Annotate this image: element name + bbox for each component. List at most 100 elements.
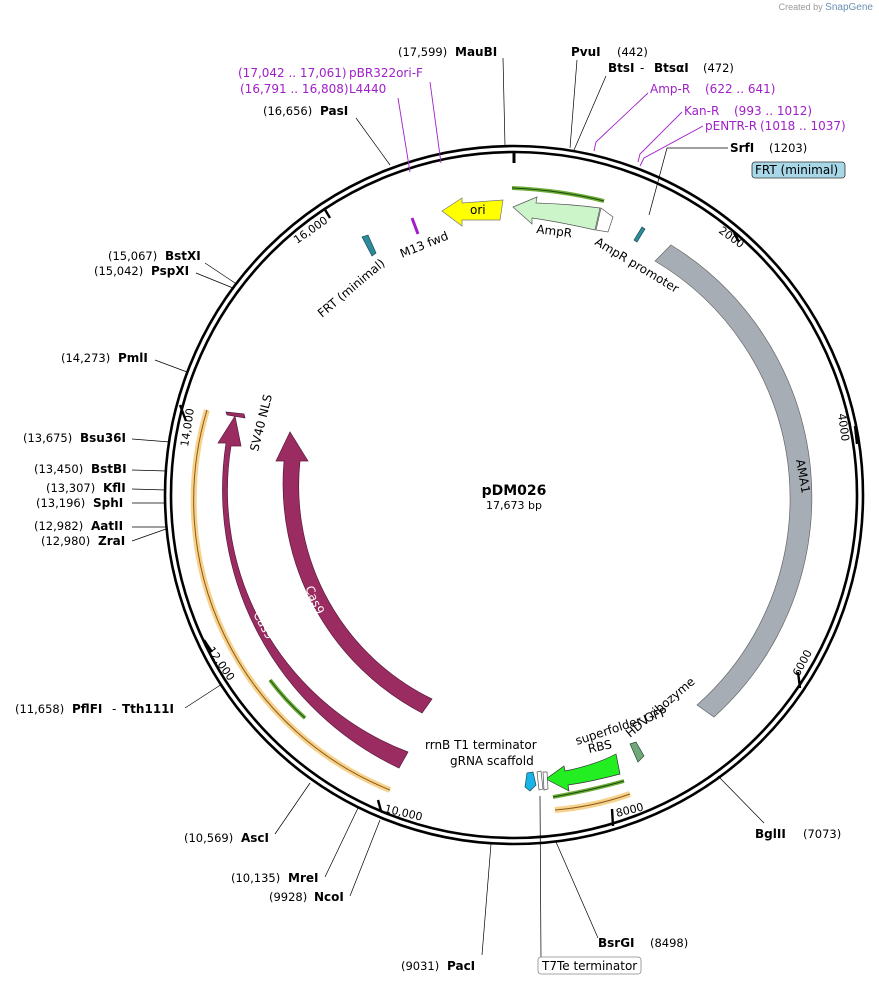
site-pos: (13,450) [34,462,83,476]
site-leaders [131,57,765,961]
site-PflFI[interactable]: (11,658) PflFI - Tth111I [15,702,174,716]
site-KflI[interactable]: (13,307) KflI [46,481,126,495]
backbone-outer-ring [163,144,865,846]
credit: Created by SnapGene [779,2,873,13]
site-pos: (472) [703,61,734,75]
site-BstBI[interactable]: (13,450) BstBI [34,462,127,476]
frt-right-label: FRT (minimal) [755,163,838,177]
ama1-label: AMA1 [793,458,813,494]
primer-kan-r[interactable]: Kan-R (993 .. 1012) [684,104,812,118]
credit-text: Created by [778,2,823,12]
frt-right-box[interactable]: FRT (minimal) [751,161,846,179]
site-name: BstBI [91,462,127,476]
t7te-box-bg [537,956,642,975]
site-NcoI[interactable]: (9928) NcoI [269,890,344,904]
ama1-feature[interactable] [654,244,813,718]
primer-pentr-r[interactable]: pENTR-R (1018 .. 1037) [705,119,846,133]
site-Bsu36I[interactable]: (13,675) Bsu36I [23,431,126,445]
sv40-nls-feature[interactable] [225,411,246,419]
site-separator: - [640,61,644,75]
primer-range: (1018 .. 1037) [760,119,846,133]
site-PspXI[interactable]: (15,042) PspXI [94,264,189,278]
grna-scaffold-feature[interactable] [524,771,537,792]
sfgfp-feature[interactable] [545,753,621,792]
primer-name: pENTR-R [705,119,757,133]
rbs-label: RBS [587,737,613,756]
site-BstXI[interactable]: (15,067) BstXI [108,249,201,263]
orf-arrow-left-line [269,679,306,719]
primer-name: pBR322ori-F [349,66,423,80]
ampr-promoter-feature[interactable] [633,226,646,243]
site-pos: (10,135) [231,871,280,885]
site-PasI[interactable]: (16,656) PasI [263,104,348,118]
primer-amp-r[interactable]: Amp-R (622 .. 641) [650,82,775,96]
plasmid-name: pDM026 [482,483,547,499]
t7te-box[interactable]: T7Te terminator [537,956,642,975]
orf-arc-bottom-line [554,793,631,811]
site-pos: (13,307) [46,481,95,495]
frt-right-box-bg [751,161,846,179]
site-PmlI[interactable]: (14,273) PmlI [61,351,148,365]
site-name: NcoI [314,890,344,904]
site-name: MreI [288,871,318,885]
primer-name: L4440 [349,82,386,96]
ampr-cap [595,207,614,233]
site-BsrGI[interactable]: BsrGI (8498) [598,936,688,950]
site-pos: (7073) [803,827,841,841]
ori-label: ori [470,203,486,217]
site-AatII[interactable]: (12,982) AatII [34,519,123,533]
frt-left-feature[interactable] [361,234,377,257]
site-separator: - [112,702,116,716]
orf-arrow-bottom-line [552,780,625,798]
grna-scaffold-label: gRNA scaffold [450,754,534,768]
rrnb-terminator-feature[interactable] [536,770,544,791]
site-pos: (14,273) [61,351,110,365]
primer-name: Amp-R [650,82,690,96]
site-pos: (11,658) [15,702,64,716]
site-SrfI[interactable]: SrfI (1203) [730,141,807,155]
site-name: MauBI [455,45,497,59]
site-MauBI[interactable]: (17,599) MauBI [398,45,497,59]
site-pos: (17,599) [398,45,447,59]
site-AscI[interactable]: (10,569) AscI [184,831,269,845]
site-pos: (13,196) [36,496,85,510]
t7te-label: T7Te terminator [541,959,637,973]
site-name: BglII [755,827,786,841]
primer-range: (622 .. 641) [705,82,775,96]
m13-fwd-primer[interactable] [410,217,420,235]
site-name: AatII [91,519,123,533]
tick-label-14000: 14,000 [178,407,197,447]
ampr-feature[interactable] [512,196,601,231]
cas9-inner-feature[interactable] [275,431,433,714]
site-PvuI[interactable]: PvuI (442) [571,45,648,59]
ori-feature[interactable] [441,197,504,227]
site-name: PflFI [72,702,102,716]
primer-range: (16,791 .. 16,808) [240,82,349,96]
site-PacI[interactable]: (9031) PacI [401,959,475,973]
site-BglII[interactable]: BglII (7073) [755,827,841,841]
site-BtsI[interactable]: BtsI - BtsαI (472) [608,61,734,75]
sv40-nls-label: SV40 NLS [247,393,275,453]
tick-label-2000: 2000 [716,224,746,251]
ampr-label: AmpR [536,222,573,240]
tick-marks [178,207,859,827]
site-pos: (15,067) [108,249,157,263]
site-pos: (12,980) [41,534,90,548]
site-ZraI[interactable]: (12,980) ZraI [41,534,125,548]
hdv-ribozyme-label: HDV ribozyme [623,674,698,740]
site-name: PmlI [118,351,148,365]
hdv-ribozyme-feature[interactable] [629,741,645,763]
site-name: SrfI [730,141,754,155]
site-pos: (16,656) [263,104,312,118]
site-pos: (15,042) [94,264,143,278]
site-pos: (12,982) [34,519,83,533]
t7te-terminator-feature[interactable] [542,771,549,791]
site-name: Bsu36I [80,431,126,445]
site-MreI[interactable]: (10,135) MreI [231,871,318,885]
site-pos: (10,569) [184,831,233,845]
site-pos: (13,675) [23,431,72,445]
primer-pbr322ori-f[interactable]: (17,042 .. 17,061) pBR322ori-F [238,66,423,80]
site-SphI[interactable]: (13,196) SphI [36,496,123,510]
orf-arrow-top-line [511,187,605,202]
primer-l4440[interactable]: (16,791 .. 16,808) L4440 [240,82,386,96]
